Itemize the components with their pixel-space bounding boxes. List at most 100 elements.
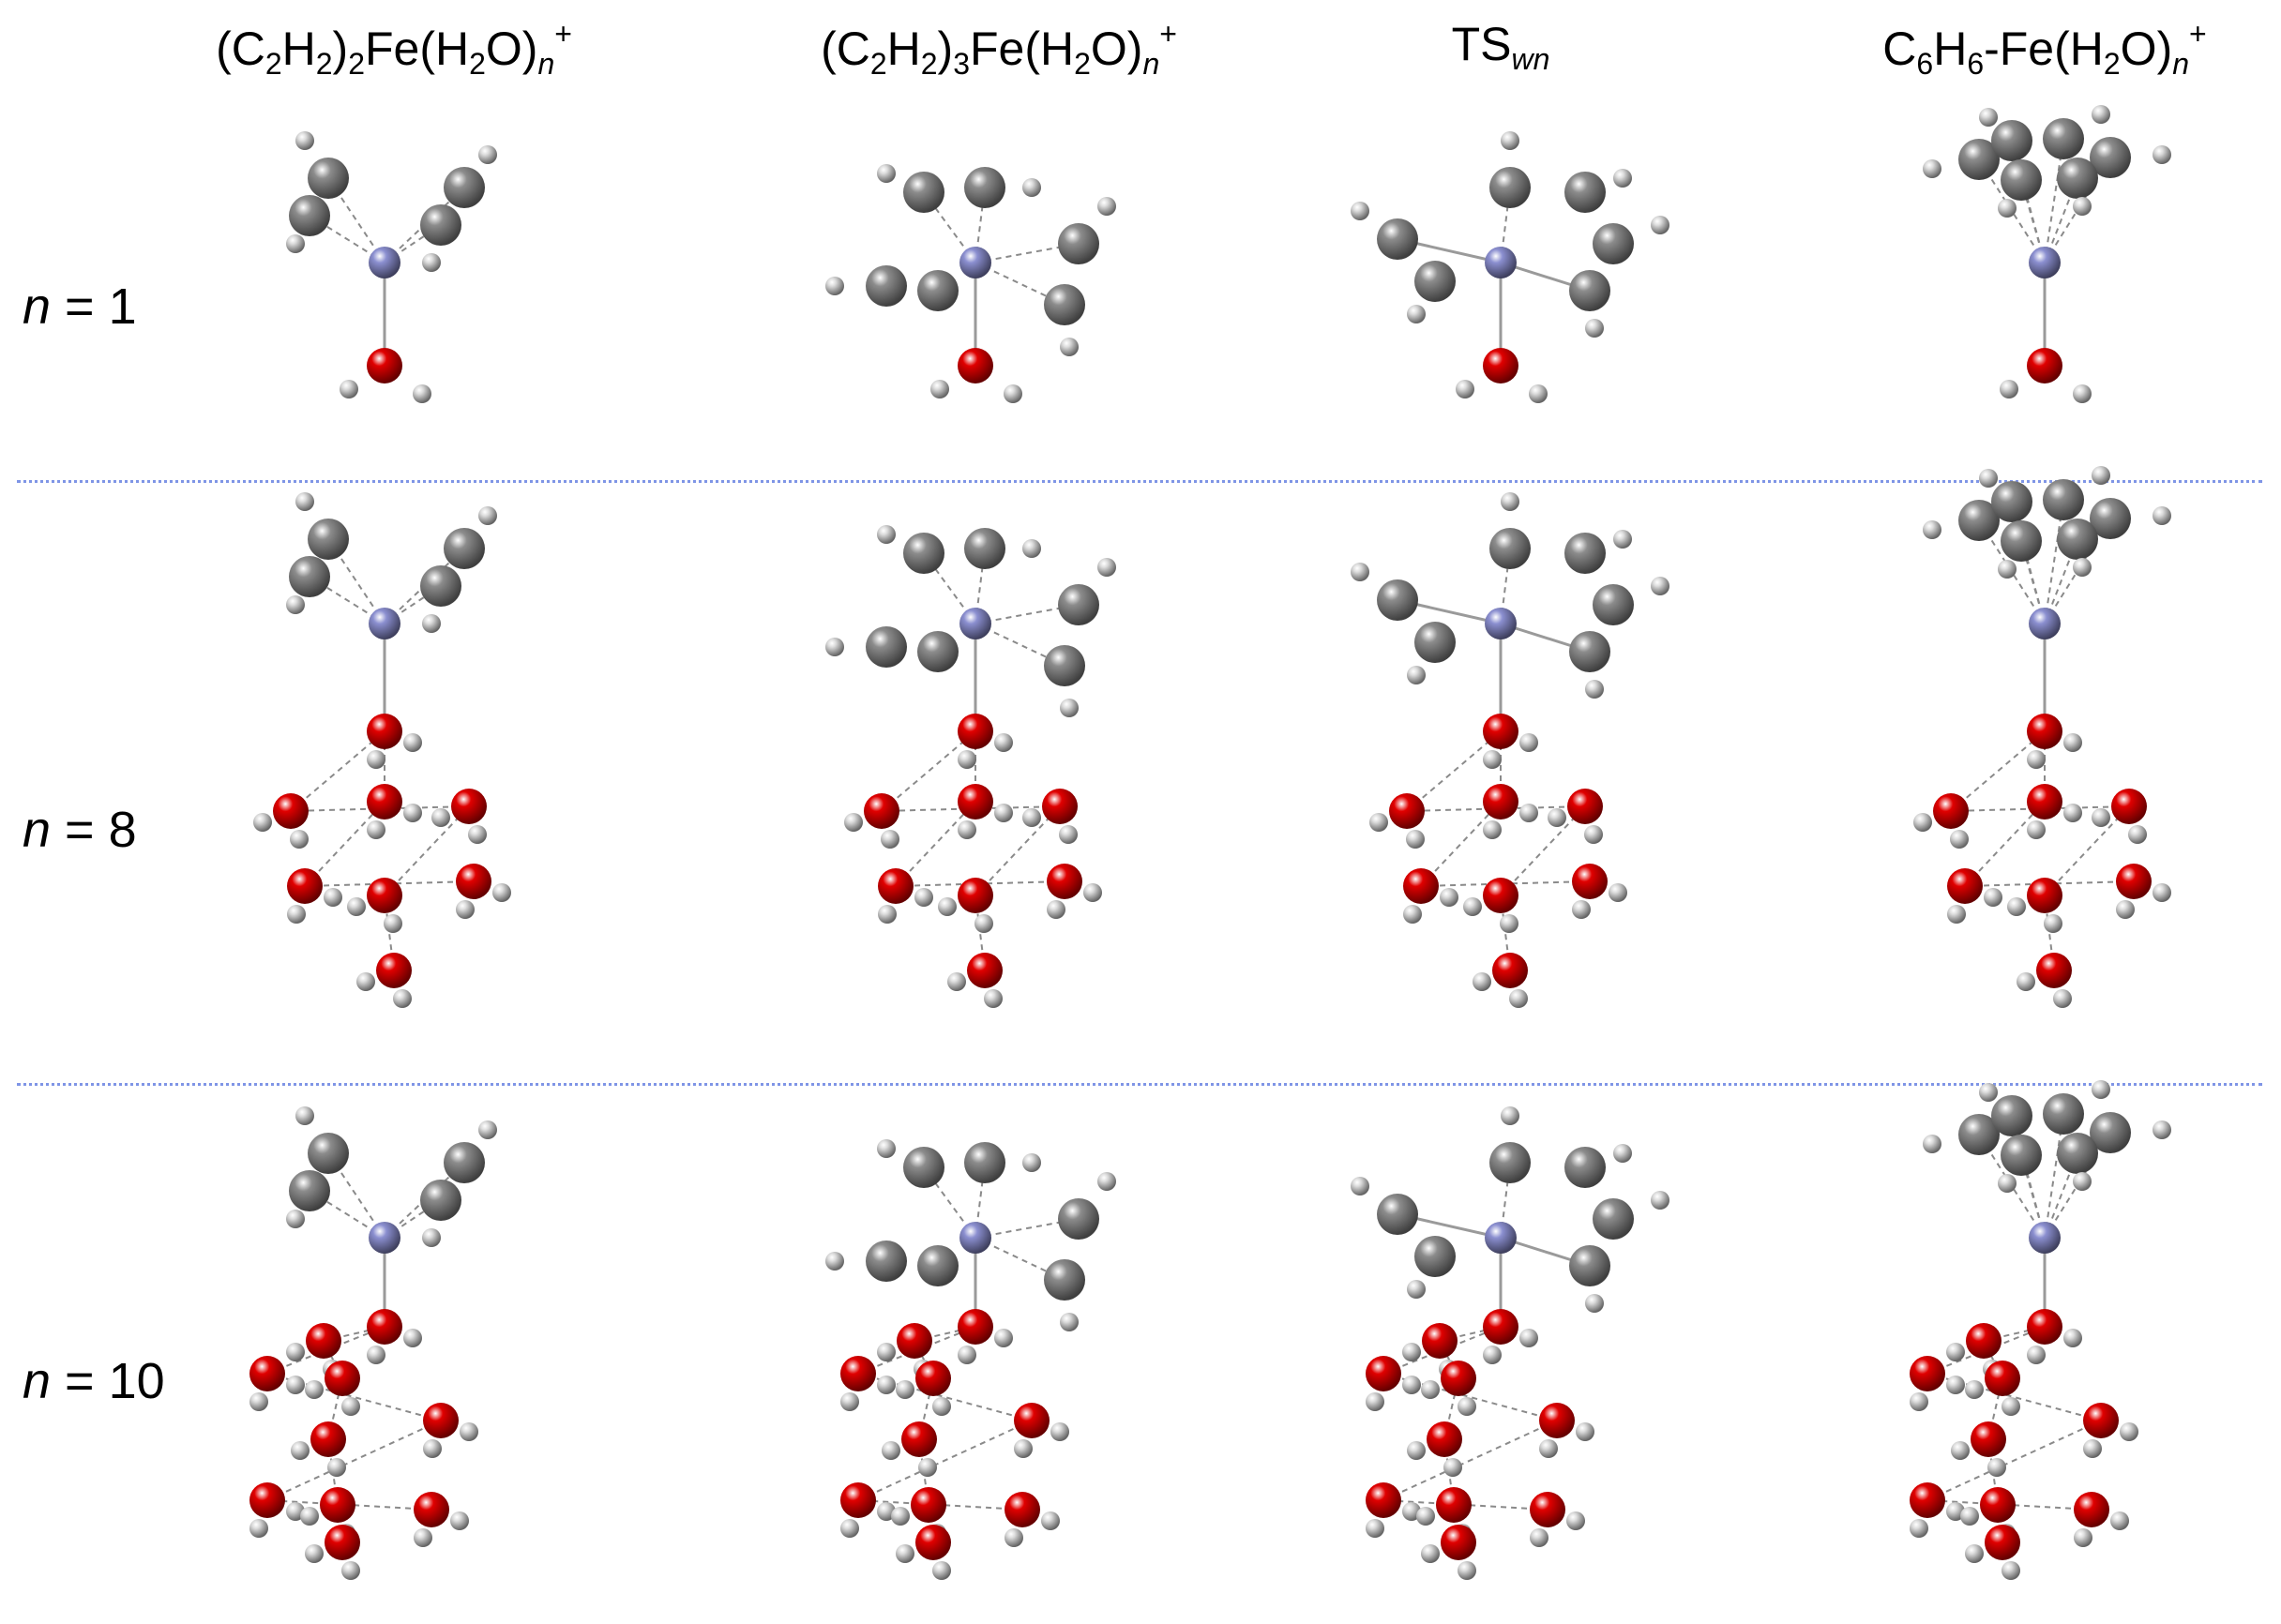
oxygen-atom: [325, 1361, 360, 1396]
hydrogen-atom: [1923, 1135, 1941, 1153]
hydrogen-atom: [1584, 825, 1603, 844]
hydrogen-atom: [1483, 1346, 1502, 1364]
carbon-atom: [1958, 500, 2000, 541]
hydrogen-atom: [249, 1392, 268, 1411]
oxygen-atom: [1539, 1403, 1575, 1438]
oxygen-atom: [367, 878, 402, 913]
hydrogen-atom: [1047, 900, 1065, 919]
hydrogen-atom: [1585, 319, 1604, 338]
carbon-atom: [289, 195, 330, 236]
hydrogen-atom: [1456, 380, 1474, 398]
iron-atom: [1485, 608, 1517, 639]
carbon-atom: [964, 167, 1005, 208]
oxygen-atom: [840, 1482, 876, 1518]
oxygen-atom: [249, 1356, 285, 1391]
hydrogen-atom: [1910, 1392, 1928, 1411]
hydrogen-atom: [367, 1346, 385, 1364]
oxygen-atom: [2083, 1403, 2119, 1438]
carbon-atom: [2090, 498, 2131, 539]
hydrogen-atom: [2063, 804, 2082, 822]
hydrogen-atom: [1083, 883, 1102, 902]
hydrogen-atom: [1960, 1507, 1979, 1526]
carbon-atom: [1569, 1245, 1610, 1286]
oxygen-atom: [1910, 1356, 1945, 1391]
oxygen-atom: [958, 878, 993, 913]
oxygen-atom: [1947, 868, 1983, 904]
oxygen-atom: [2027, 784, 2062, 820]
hydrogen-atom: [2092, 466, 2110, 485]
carbon-atom: [1377, 218, 1418, 260]
hydrogen-atom: [1407, 1280, 1426, 1299]
oxygen-atom: [1572, 864, 1608, 899]
hydrogen-atom: [1407, 1441, 1426, 1460]
weak-bond: [2044, 138, 2064, 263]
molecule-structure: [825, 1139, 1116, 1580]
carbon-atom: [1489, 1142, 1531, 1183]
carbon-atom: [1958, 1114, 2000, 1155]
hydrogen-atom: [431, 808, 450, 827]
oxygen-atom: [967, 953, 1003, 988]
hydrogen-atom: [932, 1561, 951, 1580]
iron-atom: [959, 1222, 991, 1254]
weak-bond: [895, 801, 976, 887]
hydrogen-atom: [2153, 506, 2171, 525]
hydrogen-atom: [2002, 1397, 2020, 1416]
hydrogen-atom: [1998, 560, 2017, 579]
hydrogen-atom: [1509, 989, 1528, 1008]
oxygen-atom: [1436, 1487, 1472, 1523]
hydrogen-atom: [1585, 680, 1604, 699]
weak-bond: [857, 1420, 1033, 1501]
hydrogen-atom: [1421, 1380, 1440, 1399]
hydrogen-atom: [413, 384, 431, 403]
carbon-atom: [289, 1170, 330, 1211]
hydrogen-atom: [896, 1544, 914, 1563]
oxygen-atom: [1483, 1309, 1518, 1345]
hydrogen-atom: [478, 1120, 497, 1139]
hydrogen-atom: [2027, 750, 2046, 769]
hydrogen-atom: [1004, 384, 1022, 403]
hydrogen-atom: [932, 1397, 951, 1416]
oxygen-atom: [2116, 864, 2152, 899]
hydrogen-atom: [1946, 1376, 1965, 1394]
weak-bond: [881, 805, 1061, 812]
hydrogen-atom: [2007, 897, 2026, 916]
hydrogen-atom: [1613, 169, 1632, 188]
hydrogen-atom: [340, 380, 358, 398]
header-c2h2-3: (C2H2)3Fe(H2O)n+: [821, 17, 1177, 81]
hydrogen-atom: [1539, 1439, 1558, 1458]
hydrogen-atom: [384, 914, 402, 933]
hydrogen-atom: [2116, 900, 2135, 919]
carbon-atom: [1044, 284, 1085, 325]
hydrogen-atom: [1097, 558, 1116, 577]
hydrogen-atom: [403, 733, 422, 752]
molecule-structure: [1923, 105, 2171, 403]
carbon-atom: [444, 528, 485, 569]
oxygen-atom: [1980, 1487, 2016, 1523]
hydrogen-atom: [994, 804, 1013, 822]
oxygen-atom: [878, 868, 914, 904]
hydrogen-atom: [423, 1439, 442, 1458]
oxygen-atom: [414, 1492, 449, 1527]
oxygen-atom: [1492, 953, 1528, 988]
carbon-atom: [1569, 270, 1610, 311]
hydrogen-atom: [2153, 1120, 2171, 1139]
hydrogen-atom: [1500, 914, 1518, 933]
hydrogen-atom: [1402, 1376, 1421, 1394]
weak-bond: [1950, 805, 2130, 812]
hydrogen-atom: [1947, 905, 1966, 924]
hydrogen-atom: [930, 380, 949, 398]
oxygen-atom: [2027, 1309, 2062, 1345]
carbon-atom: [444, 1142, 485, 1183]
oxygen-atom: [1910, 1482, 1945, 1518]
oxygen-atom: [1933, 793, 1969, 829]
hydrogen-atom: [958, 1346, 976, 1364]
hydrogen-atom: [1483, 750, 1502, 769]
hydrogen-atom: [286, 1376, 305, 1394]
hydrogen-atom: [1951, 1441, 1970, 1460]
hydrogen-atom: [2044, 914, 2062, 933]
carbon-atom: [1044, 1259, 1085, 1301]
hydrogen-atom: [877, 1343, 896, 1361]
hydrogen-atom: [1402, 1343, 1421, 1361]
hydrogen-atom: [1530, 1528, 1548, 1547]
